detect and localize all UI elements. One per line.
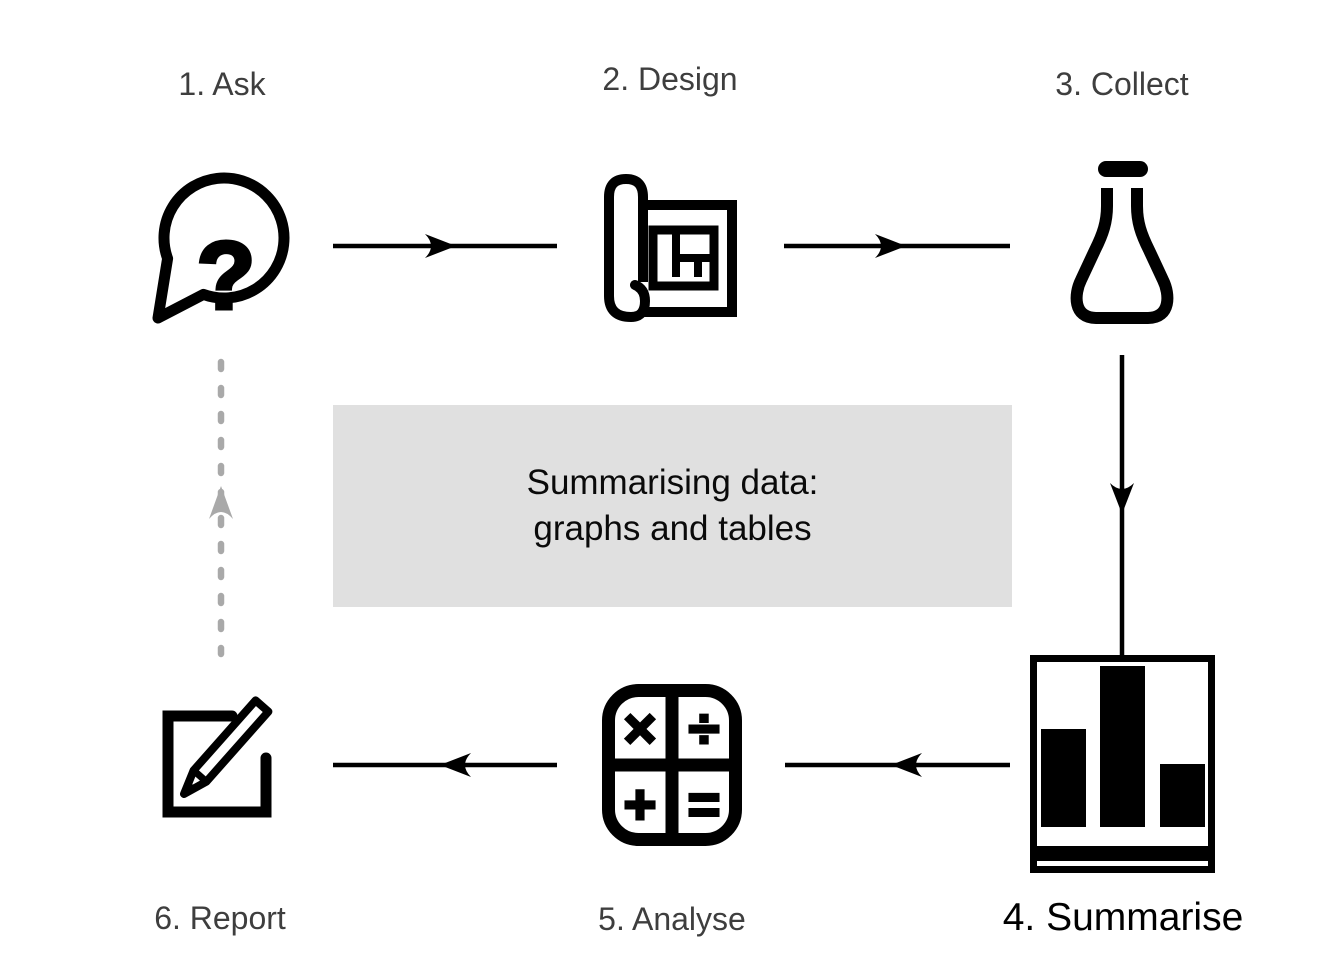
axis-band xyxy=(1037,846,1208,861)
multiply-glyph: × xyxy=(624,697,657,760)
calculator-icon: × ÷ + = xyxy=(602,684,742,846)
bar-tall xyxy=(1100,666,1145,827)
arrow-collect-to-summarise xyxy=(1110,355,1134,656)
arrow-design-to-collect xyxy=(784,234,1010,258)
center-highlight-box: Summarising data: graphs and tables xyxy=(333,405,1012,607)
bar-chart-icon xyxy=(1030,655,1215,873)
center-text-line2: graphs and tables xyxy=(533,509,812,548)
arrow-analyse-to-report xyxy=(333,753,557,777)
arrow-ask-to-design xyxy=(333,234,557,258)
question-speech-bubble-icon: ? xyxy=(152,172,290,327)
step-label-design: 2. Design xyxy=(602,61,738,97)
flask-icon xyxy=(1070,161,1174,324)
center-text-line1: Summarising data: xyxy=(526,463,819,502)
blueprint-icon xyxy=(604,173,737,322)
bar-medium xyxy=(1041,729,1086,827)
equals-glyph: = xyxy=(688,773,721,836)
plus-glyph: + xyxy=(624,773,657,836)
step-label-analyse: 5. Analyse xyxy=(598,901,746,937)
edit-pencil-icon xyxy=(162,696,273,818)
step-label-ask: 1. Ask xyxy=(178,66,266,102)
step-label-report: 6. Report xyxy=(154,900,286,936)
step-label-collect: 3. Collect xyxy=(1055,66,1189,102)
question-mark-glyph: ? xyxy=(197,223,256,327)
divide-glyph: ÷ xyxy=(689,697,720,760)
arrow-summarise-to-analyse xyxy=(785,753,1010,777)
arrow-report-to-ask-dashed xyxy=(209,358,233,658)
step-label-summarise: 4. Summarise xyxy=(1002,896,1244,939)
bar-short xyxy=(1160,764,1205,827)
